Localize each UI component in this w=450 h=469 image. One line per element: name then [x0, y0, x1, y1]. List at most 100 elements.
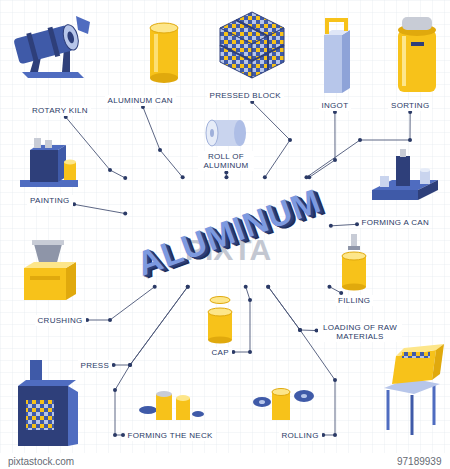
connector-line — [268, 287, 335, 435]
junction-dot — [333, 378, 337, 382]
step-name: LOADING OF RAW MATERIALS — [321, 323, 399, 341]
filling-icon-part — [351, 234, 357, 248]
crusher-icon-part — [24, 268, 66, 300]
crusher-icon-part — [66, 262, 76, 300]
junction-dot — [186, 285, 190, 289]
step-label: CRUSHING — [35, 315, 86, 326]
can-forming-machine-icon-part — [420, 168, 430, 172]
junction-dot — [358, 138, 362, 142]
junction-dot — [153, 285, 157, 289]
sorting-bin-icon-part — [402, 17, 432, 30]
sorting-bin-icon-part — [402, 36, 406, 86]
rolling-icon-part — [294, 390, 314, 402]
rotary-kiln-icon-part-part — [48, 27, 61, 57]
cap-icon-part — [208, 337, 232, 344]
press-machine-icon-part — [18, 386, 68, 446]
connector-line — [309, 112, 335, 177]
neck-forming-icon-part — [176, 395, 190, 401]
neck-forming-icon-part — [156, 394, 172, 420]
rotary-kiln-icon-part — [22, 72, 84, 78]
step-name: FORMING A CAN — [362, 218, 429, 227]
junction-dot — [186, 285, 190, 289]
crusher-icon-part — [30, 276, 60, 280]
junction-dot — [298, 328, 302, 332]
junction-dot — [250, 100, 254, 104]
step-name: ROTARY KILN — [32, 106, 88, 115]
junction-dot — [158, 148, 162, 152]
rolling-icon-part — [301, 394, 307, 398]
cap-icon-part — [208, 308, 232, 316]
painting-machine-icon-part — [64, 160, 76, 165]
press-machine-icon-part — [68, 386, 78, 446]
junction-dot — [64, 115, 68, 119]
step-label: ROLL OF ALUMINUM — [198, 151, 254, 171]
sorting-bin-icon-part — [411, 42, 424, 46]
cap-icon-part — [210, 297, 230, 304]
loading-station-icon-part — [433, 385, 436, 425]
connector-line — [143, 107, 183, 177]
junction-dot — [113, 433, 117, 437]
can-forming-machine-icon-part — [396, 156, 410, 186]
can-forming-machine-icon-part — [380, 176, 389, 187]
junction-dot — [141, 105, 145, 109]
step-name: SORTING — [391, 101, 429, 110]
painting-machine-icon — [20, 138, 78, 187]
sorting-bin-icon-part — [398, 30, 436, 92]
step-name: CAP — [212, 348, 229, 357]
step-label: SORTING — [388, 100, 432, 111]
connector-line — [115, 287, 188, 435]
junction-dot — [108, 168, 112, 172]
step-name: FILLING — [338, 296, 370, 305]
junction-dot — [85, 318, 89, 322]
junction-dot — [181, 175, 185, 179]
aluminum-can-icon-part — [150, 23, 178, 33]
junction-dot — [112, 363, 116, 367]
junction-dot — [123, 212, 127, 216]
junction-dot — [333, 110, 337, 114]
step-label: ROLLING — [279, 430, 322, 441]
step-name: PRESSED BLOCK — [210, 91, 281, 100]
junction-dot — [72, 202, 76, 206]
rotary-kiln-icon-part — [76, 16, 90, 34]
can-forming-machine-icon-part — [420, 170, 430, 184]
aluminum-roll-icon-part — [234, 120, 246, 146]
neck-forming-icon — [139, 391, 204, 420]
junction-dot — [123, 176, 127, 180]
junction-dot — [224, 171, 228, 175]
can-forming-machine-icon-part — [372, 190, 418, 200]
aluminum-can-icon-part — [154, 34, 158, 72]
junction-dot — [329, 224, 333, 228]
junction-dot — [288, 138, 292, 142]
press-machine-icon-part — [26, 400, 54, 430]
junction-dot — [263, 175, 267, 179]
step-label: PAINTING — [27, 195, 73, 206]
step-name: ROLLING — [282, 431, 319, 440]
step-name: INGOT — [322, 101, 349, 110]
pressed-block-icon-part — [236, 20, 268, 70]
step-label: ALUMINUM CAN — [105, 95, 176, 106]
step-label: FORMING THE NECK — [125, 430, 216, 441]
painting-machine-icon-part — [30, 150, 58, 182]
step-name: PRESS — [81, 361, 110, 370]
footer-credit: 97189939 — [397, 456, 442, 467]
junction-dot — [224, 175, 228, 179]
aluminum-roll-icon-part — [206, 120, 218, 146]
pressed-block-icon-part — [220, 45, 284, 61]
can-forming-machine-icon-part — [400, 149, 406, 157]
filling-icon-part — [342, 252, 366, 260]
rotary-kiln-icon-part-part — [26, 32, 39, 62]
aluminum-can-icon-part — [150, 28, 178, 78]
step-label: LOADING OF RAW MATERIALS — [318, 322, 402, 342]
rolling-icon-part — [259, 400, 265, 404]
step-label: FILLING — [335, 295, 373, 306]
filling-icon-part — [342, 256, 366, 287]
junction-dot — [321, 433, 325, 437]
rotary-kiln-icon — [13, 16, 90, 78]
rolling-icon — [253, 389, 314, 421]
filling-icon-part — [348, 246, 360, 250]
ingot-icon-part — [327, 20, 346, 34]
connector-line — [87, 287, 155, 320]
junction-dot — [244, 285, 248, 289]
connector-line — [306, 112, 410, 177]
